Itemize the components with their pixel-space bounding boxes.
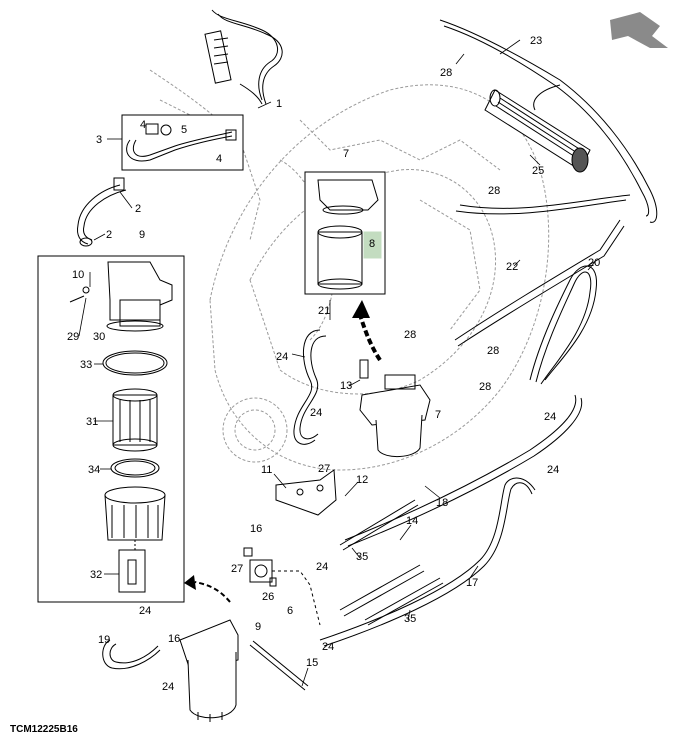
fuel-filter-inset (37, 255, 185, 603)
callout-4-top: 4 (140, 119, 146, 131)
callout-24-f: 24 (322, 641, 334, 653)
callout-28-e: 28 (479, 381, 491, 393)
figure-code: TCM12225B16 (10, 724, 78, 735)
callout-12: 12 (356, 474, 368, 486)
callout-16-lower: 16 (168, 633, 180, 645)
callout-8: 8 (369, 238, 375, 250)
shutoff-valve (243, 547, 321, 626)
mounting-bracket (275, 469, 337, 516)
callout-24-e: 24 (316, 561, 328, 573)
callout-1: 1 (276, 98, 282, 110)
callout-28-c: 28 (404, 329, 416, 341)
callout-11: 11 (261, 464, 272, 476)
callout-21: 21 (318, 305, 330, 317)
callout-30: 30 (93, 331, 105, 343)
callout-15: 15 (306, 657, 318, 669)
callout-26: 26 (262, 591, 274, 603)
callout-23: 23 (530, 35, 542, 47)
callout-9-inset: 9 (139, 229, 145, 241)
fuel-hose-2 (77, 177, 127, 247)
callout-24-g: 24 (139, 605, 151, 617)
callout-6: 6 (287, 605, 293, 617)
leak-off-line-inset (121, 114, 244, 171)
callout-35-lower: 35 (404, 613, 416, 625)
callout-24-b: 24 (310, 407, 322, 419)
callout-28-d: 28 (487, 345, 499, 357)
callout-24-a: 24 (276, 351, 288, 363)
callout-25: 25 (532, 165, 544, 177)
callout-13: 13 (340, 380, 352, 392)
callout-24-c: 24 (544, 411, 556, 423)
callout-16-upper: 16 (250, 523, 262, 535)
callout-33: 33 (80, 359, 92, 371)
callout-4-bottom: 4 (216, 153, 222, 165)
part-8-highlight (363, 231, 382, 259)
callout-7-filter: 7 (435, 409, 441, 421)
callout-24-h: 24 (162, 681, 174, 693)
callout-32: 32 (90, 569, 102, 581)
callout-27-lower: 27 (231, 563, 243, 575)
callout-14: 14 (406, 515, 418, 527)
callout-5: 5 (181, 124, 187, 136)
callout-31: 31 (86, 416, 98, 428)
fuel-return-lines (319, 19, 658, 647)
callout-22: 22 (506, 261, 518, 273)
callout-28-b: 28 (488, 185, 500, 197)
callout-2-lower: 2 (106, 229, 112, 241)
callout-9-bottom: 9 (255, 621, 261, 633)
callout-19: 19 (98, 634, 110, 646)
callout-labels: 1 2 2 3 4 4 5 6 7 7 8 9 9 10 11 12 13 14… (67, 35, 600, 693)
callout-20: 20 (588, 257, 600, 269)
callout-24-d: 24 (547, 464, 559, 476)
callout-27-upper: 27 (318, 463, 330, 475)
callout-17: 17 (466, 577, 478, 589)
injector-assembly (204, 9, 283, 105)
callout-34: 34 (88, 464, 100, 476)
fuel-hose-21 (293, 329, 327, 445)
view-direction-arrow-icon (610, 12, 668, 48)
callout-7-inset: 7 (343, 148, 349, 160)
callout-29: 29 (67, 331, 79, 343)
callout-2-upper: 2 (135, 203, 141, 215)
callout-3: 3 (96, 134, 102, 146)
callout-18: 18 (436, 497, 448, 509)
leader-lines (78, 39, 596, 687)
callout-arrow (184, 300, 382, 603)
filter-head-inset (304, 171, 386, 295)
fuel-cooler (484, 89, 591, 173)
callout-28-a: 28 (440, 67, 452, 79)
bottom-fuel-filter (102, 619, 309, 722)
callout-35-upper: 35 (356, 551, 368, 563)
callout-10: 10 (72, 269, 84, 281)
center-fuel-filter (359, 359, 431, 457)
